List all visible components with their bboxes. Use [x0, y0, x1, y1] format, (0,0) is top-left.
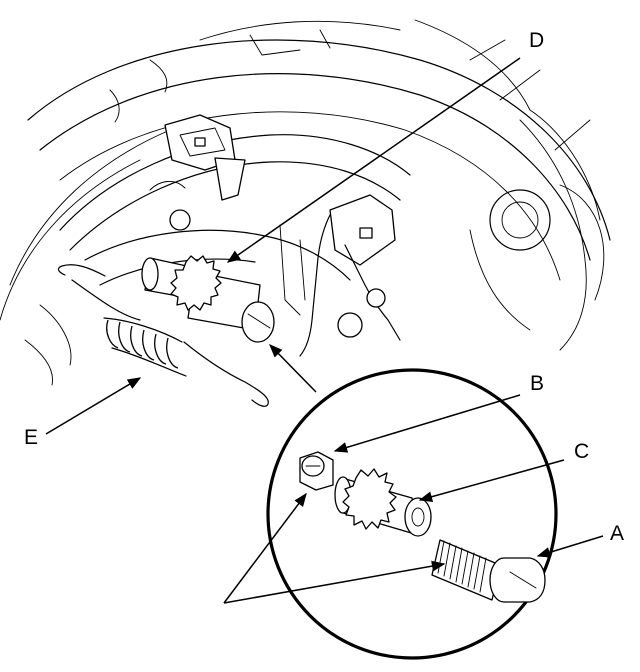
- leader-f-to-b: [223, 492, 307, 604]
- detail-pointer-arrow: [269, 344, 317, 393]
- part-c-nut: [334, 468, 432, 537]
- callout-d: D: [529, 29, 545, 52]
- leader-a: [536, 535, 604, 558]
- leader-c: [418, 459, 565, 502]
- leader-b: [333, 394, 521, 453]
- adjuster-installed: [141, 255, 275, 343]
- leader-e: [45, 377, 142, 435]
- parking-brake-lever: [279, 194, 401, 357]
- callout-a: A: [610, 522, 625, 545]
- detail-parts: [299, 451, 546, 603]
- leader-d: [226, 57, 521, 263]
- callout-c: C: [574, 440, 590, 463]
- callout-b: B: [530, 372, 545, 395]
- backing-plate-outline: [0, 19, 611, 351]
- brake-shoe-upper: [59, 114, 411, 251]
- part-b-socket: [299, 451, 334, 491]
- leader-f-to-a: [223, 560, 446, 604]
- return-spring: [57, 264, 269, 407]
- part-a-screw: [431, 539, 546, 603]
- callout-e: E: [24, 426, 39, 449]
- detail-view-circle: [266, 368, 558, 660]
